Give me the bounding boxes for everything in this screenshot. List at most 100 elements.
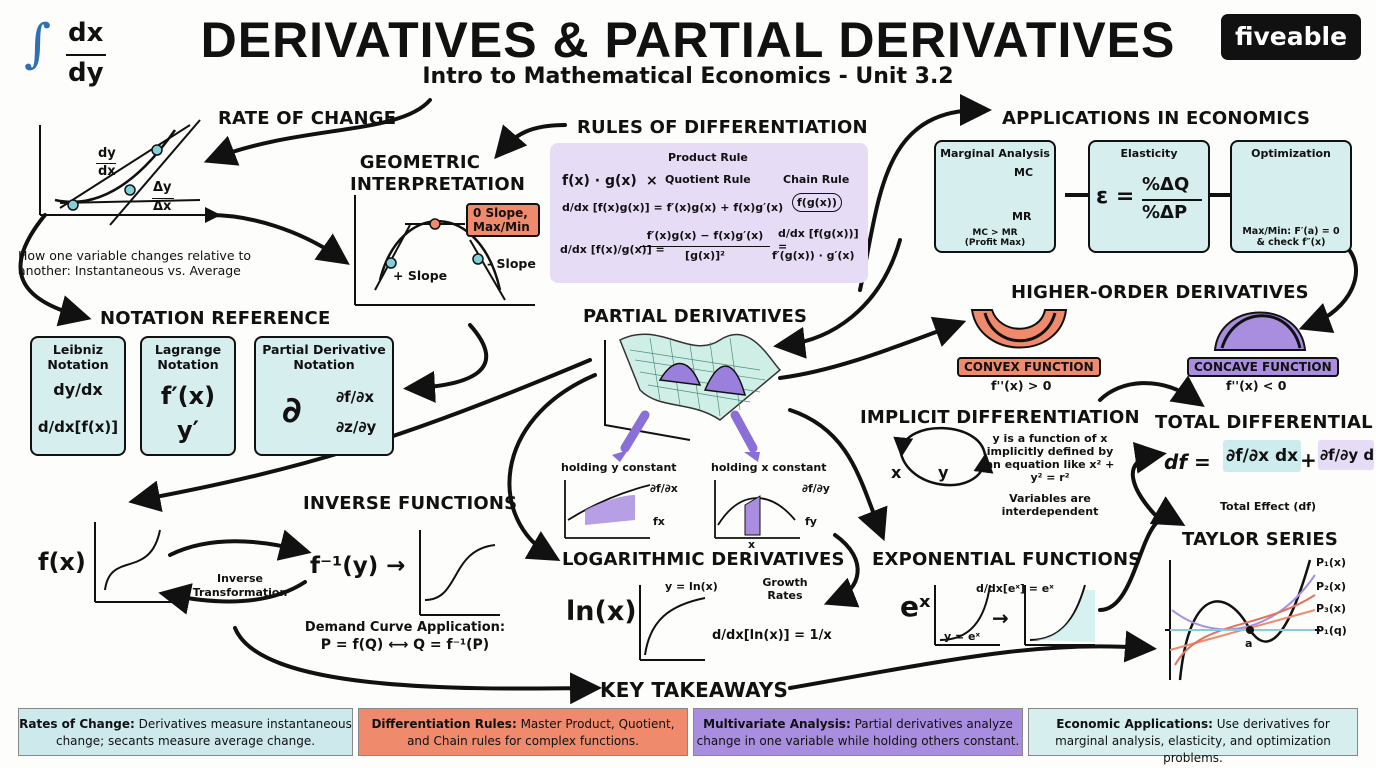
convex-label: CONVEX FUNCTION (957, 357, 1101, 377)
taylor-p4: P₁(q) (1316, 624, 1347, 637)
plus-slope-label: + Slope (393, 268, 448, 283)
rate-delta-x: Δx (153, 199, 172, 214)
partial-notation-card[interactable]: Partial Derivative Notation ∂ ∂f/∂x ∂z/∂… (254, 336, 394, 456)
chain-expression: f(g(x)) (792, 193, 842, 212)
mc-label: MC (1014, 166, 1034, 179)
elasticity-fraction-bar (1142, 199, 1202, 201)
quotient-denominator: [g(x)]² (685, 249, 725, 262)
rate-fraction-bar-1 (96, 163, 116, 164)
log-title: LOGARITHMIC DERIVATIVES (562, 549, 845, 570)
demand-line-2: P = f(Q) ⟷ Q = f⁻¹(P) (320, 637, 490, 653)
arrow-rules-to-geometric (494, 123, 567, 160)
page-title: DERIVATIVES & PARTIAL DERIVATIVES (200, 12, 1176, 68)
takeaway-multivariate[interactable]: Multivariate Analysis: Partial derivativ… (693, 708, 1023, 756)
fiveable-logo[interactable]: fiveable (1221, 14, 1361, 60)
rate-dy: dy (98, 146, 116, 161)
rate-caption: How one variable changes relative to ano… (18, 248, 252, 278)
implicit-note: Variables are interdependent (1001, 492, 1099, 518)
rate-dx: dx (98, 164, 116, 179)
optimization-caption: Max/Min: F′(a) = 0 & check f″(x) (1232, 226, 1350, 248)
fy-label: fy (805, 515, 817, 528)
page-subtitle: Intro to Mathematical Economics - Unit 3… (422, 64, 954, 89)
takeaway-rules[interactable]: Differentiation Rules: Master Product, Q… (358, 708, 688, 756)
takeaways-title: KEY TAKEAWAYS (600, 678, 789, 702)
takeaway-rates-body: Derivatives measure instantaneous change… (55, 717, 352, 748)
corner-fraction-bar (66, 54, 106, 56)
arrow-applications-to-partial (773, 238, 902, 359)
inverse-transform-label: Inverse Transformation (192, 572, 288, 599)
marginal-analysis-card[interactable]: Marginal Analysis MC MR MC > MR (Profit … (934, 140, 1056, 253)
partial-notation-title: Partial Derivative Notation (262, 342, 386, 372)
optimization-card[interactable]: Optimization Max/Min: F′(a) = 0 & check … (1230, 140, 1352, 253)
product-formula: d/dx [f(x)g(x)] = f′(x)g(x) + f(x)g′(x) (562, 201, 784, 214)
lagrange-fprime: f′(x) (160, 382, 216, 410)
ln-x: ln(x) (566, 596, 637, 627)
partial-dfdx: ∂f/∂x (336, 388, 374, 406)
arrow-to-total-differential (1130, 442, 1167, 522)
log-y-eq: y = ln(x) (665, 580, 718, 593)
corner-dy: dy (68, 58, 104, 88)
exp-title: EXPONENTIAL FUNCTIONS (872, 549, 1142, 570)
arrow-geometric-to-notation (403, 323, 489, 403)
total-diff-term2: ∂f/∂y dy (1318, 440, 1374, 470)
elasticity-epsilon: ε = (1096, 184, 1135, 209)
inverse-fx: f(x) (38, 548, 86, 576)
taylor-a: a (1245, 637, 1253, 650)
taylor-p3: P₃(x) (1316, 602, 1347, 615)
quotient-fraction-bar (640, 246, 770, 247)
total-diff-lhs: df = (1164, 450, 1211, 474)
takeaway-rules-head: Differentiation Rules: (371, 717, 517, 731)
arrow-exp-to-taylor (1098, 496, 1186, 612)
takeaway-economic[interactable]: Economic Applications: Use derivatives f… (1028, 708, 1358, 765)
geometric-title: GEOMETRIC INTERPRETATION (350, 152, 526, 195)
lagrange-title: Lagrange Notation (154, 342, 222, 372)
arrow-takeaways-to-taylor (788, 630, 1157, 690)
arrow-subtitle-to-rate (203, 98, 432, 166)
convex-condition: f''(x) > 0 (991, 378, 1052, 393)
arrow-inverse-back (158, 580, 307, 615)
elasticity-card[interactable]: Elasticity ε = %ΔQ %ΔP (1088, 140, 1210, 253)
takeaway-multivariate-body: Partial derivatives analyze change in on… (696, 717, 1020, 748)
zero-slope-label: 0 Slope, Max/Min (466, 203, 540, 237)
leibniz-card[interactable]: Leibniz Notation dy/dx d/dx[f(x)] (30, 336, 126, 456)
arrow-optimization-to-concave (1298, 243, 1358, 333)
chain-formula-rhs: f′(g(x)) · g′(x) (772, 249, 855, 262)
partial-title: PARTIAL DERIVATIVES (583, 306, 808, 327)
implicit-x: x (891, 463, 902, 482)
inverse-title: INVERSE FUNCTIONS (303, 493, 518, 514)
elasticity-numerator: %ΔQ (1142, 174, 1190, 195)
marginal-caption: MC > MR (Profit Max) (936, 228, 1054, 248)
lagrange-card[interactable]: Lagrange Notation f′(x) y′ (140, 336, 236, 456)
implicit-title: IMPLICIT DIFFERENTIATION (860, 407, 1140, 428)
chain-rule-label: Chain Rule (783, 173, 850, 186)
total-diff-term1: ∂f/∂x dx (1223, 440, 1302, 472)
mr-label: MR (1012, 210, 1032, 223)
elasticity-denominator: %ΔP (1142, 202, 1188, 223)
total-diff-title: TOTAL DIFFERENTIAL (1155, 412, 1373, 433)
growth-rates-label: Growth Rates (762, 576, 808, 602)
leibniz-dydx: dy/dx (53, 380, 103, 399)
quotient-numerator: f′(x)g(x) − f(x)g′(x) (646, 229, 764, 242)
holding-x-label: holding x constant (711, 461, 827, 474)
partial-dzdy: ∂z/∂y (336, 418, 377, 436)
rate-fraction-bar-2 (152, 198, 174, 199)
marginal-caption-2: (Profit Max) (964, 238, 1026, 248)
elasticity-title: Elasticity (1120, 147, 1178, 160)
times-symbol: × (646, 173, 658, 189)
corner-dx: dx (68, 18, 104, 48)
inverse-finv: f⁻¹(y) → (310, 553, 406, 579)
surface-3d-plot (604, 333, 782, 441)
log-formula: d/dx[ln(x)] = 1/x (712, 628, 832, 643)
arrow-rate-to-notation (18, 213, 92, 327)
minus-slope-label: - Slope (487, 256, 536, 271)
corner-integral: ∫ dx dy (20, 14, 112, 90)
arrow-inverse-to-takeaways (233, 626, 602, 705)
arrow-partial-to-convex (778, 316, 967, 380)
chain-formula-lhs: d/dx [f(g(x))] = (778, 227, 859, 253)
exp-formula: d/dx[eˣ] = eˣ (976, 582, 1054, 595)
fy-fraction: ∂f/∂y (802, 482, 830, 495)
takeaway-rates[interactable]: Rates of Change: Derivatives measure ins… (18, 708, 353, 756)
taylor-p2: P₂(x) (1316, 580, 1347, 593)
x-axis-label: x (748, 538, 756, 551)
higher-order-title: HIGHER-ORDER DERIVATIVES (1011, 282, 1309, 303)
